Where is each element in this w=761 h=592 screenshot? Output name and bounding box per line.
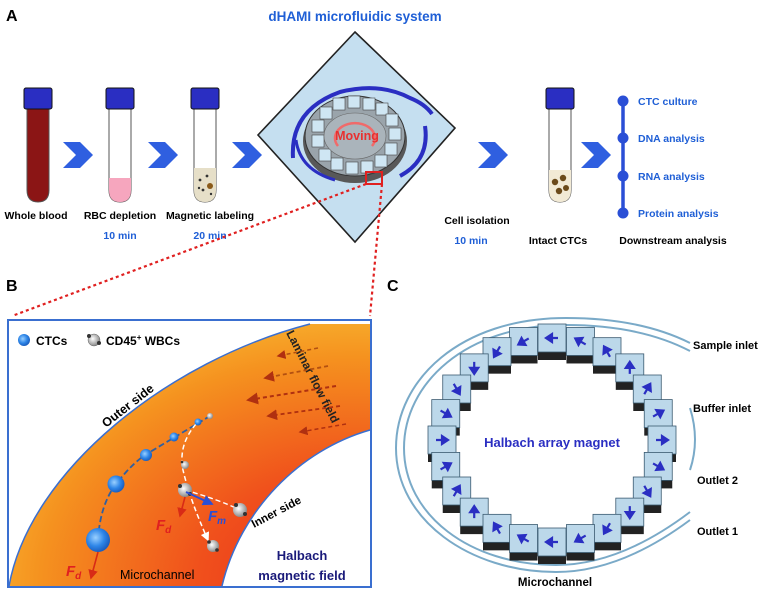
zoom-line-left (11, 182, 367, 318)
magnet-block (537, 527, 567, 564)
microchannel-gradient (8, 323, 371, 587)
tube-rbc-depletion (105, 87, 135, 203)
label-whole-blood: Whole blood (5, 210, 68, 222)
halbach-label-2: magnetic field (258, 568, 345, 583)
magnet-arrow-icon (573, 336, 587, 348)
sample-inlet-label: Sample inlet (693, 340, 758, 352)
magnet-arrow-icon (652, 408, 666, 420)
microfluidic-device (256, 30, 457, 244)
magnet-arrow-icon (602, 522, 613, 536)
tube-magnetic-labeling (190, 87, 220, 203)
magnet-block (566, 524, 595, 561)
label-intact-ctcs: Intact CTCs (529, 235, 588, 247)
label-rbc-depletion: RBC depletion (84, 210, 156, 222)
magnet-block (482, 513, 512, 551)
downstream-item: DNA analysis (638, 133, 705, 145)
legend-wbc: CD45+ WBCs (106, 333, 180, 348)
wbc-trajectory (184, 489, 241, 511)
zoom-line-right (368, 183, 384, 317)
chevron-arrow-icon (63, 142, 93, 168)
microchannel-label-b: Microchannel (120, 568, 194, 582)
flow-arrows (246, 347, 347, 436)
ctc-legend-icon (18, 334, 30, 346)
panel-label-b: B (6, 278, 18, 295)
magnet-arrow-icon (544, 535, 558, 549)
tube-whole-blood (23, 87, 53, 203)
magnet-arrow-icon (516, 335, 530, 347)
magnet-arrow-icon (492, 345, 503, 359)
magnet-arrow-icon (516, 533, 530, 545)
panel-label-c: C (387, 278, 399, 295)
fm-arrow (185, 491, 214, 506)
magnet-arrow-icon (544, 331, 558, 345)
magnet-block (509, 524, 538, 561)
fd-label: Fd (66, 563, 82, 582)
halbach-array-label: Halbach array magnet (484, 435, 621, 450)
chevron-arrow-icon (232, 142, 262, 168)
panel-label-a: A (6, 8, 18, 25)
chevron-arrow-icon (148, 142, 178, 168)
downstream-item: CTC culture (638, 96, 698, 108)
ctc-cells (86, 418, 202, 552)
magnet-arrow-icon (652, 460, 666, 472)
time-rbc-depletion: 10 min (103, 230, 136, 242)
magnet-arrow-icon (468, 361, 481, 376)
downstream-title: Downstream analysis (619, 235, 727, 247)
downstream-item: RNA analysis (638, 171, 705, 183)
legend-ctcs: CTCs (36, 334, 68, 348)
downstream-item: Protein analysis (638, 208, 719, 220)
magnet-arrow-icon (440, 407, 453, 419)
magnet-arrow-icon (436, 433, 450, 447)
magnet-arrow-icon (641, 485, 652, 498)
system-title: dHAMI microfluidic system (268, 9, 441, 24)
magnet-arrow-icon (468, 504, 481, 519)
fd-label: Fd (156, 517, 172, 536)
fd-arrow (88, 551, 99, 580)
magnet-arrow-icon (440, 461, 453, 473)
microchannel-label-c: Microchannel (518, 577, 592, 589)
magnet-arrow-icon (656, 433, 670, 447)
label-magnetic-labeling: Magnetic labeling (166, 210, 254, 222)
wbc-trajectory (181, 423, 210, 542)
magnet-arrow-icon (623, 359, 636, 374)
magnet-arrow-icon (450, 484, 462, 497)
chevron-arrow-icon (581, 142, 611, 168)
fd-arrow (177, 496, 187, 518)
magnet-arrow-icon (450, 383, 462, 396)
tube-intact-ctcs (545, 87, 575, 203)
halbach-label-1: Halbach (277, 548, 328, 563)
magnet-arrow-icon (492, 521, 503, 535)
label-cell-isolation: Cell isolation (444, 215, 509, 227)
chevron-arrow-icon (478, 142, 508, 168)
downstream-timeline (617, 95, 629, 219)
magnet-block (509, 327, 538, 364)
moving-label: Moving (335, 129, 379, 143)
time-magnetic-labeling: 20 min (193, 230, 226, 242)
magnet-arrow-icon (641, 382, 652, 395)
fm-label: Fm (208, 508, 226, 527)
buffer-inlet-label: Buffer inlet (693, 403, 751, 415)
magnet-arrow-icon (623, 506, 636, 521)
magnet-block (592, 513, 622, 551)
magnet-block (566, 327, 595, 364)
time-cell-isolation: 10 min (454, 235, 487, 247)
magnet-arrow-icon (573, 532, 587, 544)
microchannel-spiral (394, 316, 696, 574)
wbc-legend-icon (87, 333, 101, 347)
magnet-block (537, 323, 567, 360)
outlet-1-label: Outlet 1 (697, 526, 738, 538)
outlet-2-label: Outlet 2 (697, 475, 738, 487)
magnet-block (442, 476, 472, 513)
halbach-magnet-ring (427, 323, 677, 564)
magnet-arrow-icon (602, 344, 613, 358)
